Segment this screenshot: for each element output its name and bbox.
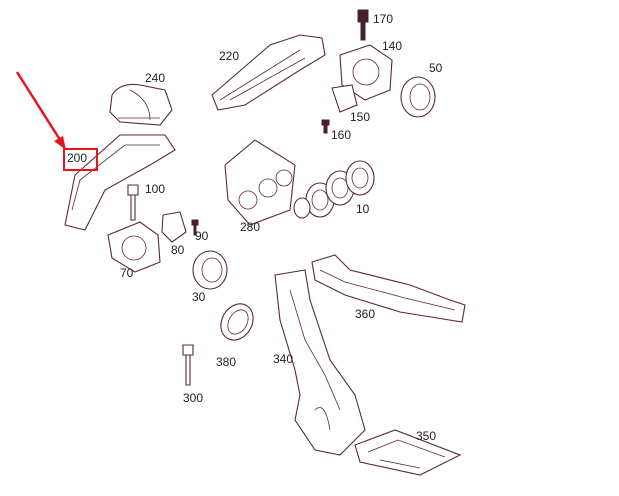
pointer-arrow xyxy=(15,71,64,144)
part-80 xyxy=(161,211,187,243)
label-90: 90 xyxy=(195,229,209,243)
label-350: 350 xyxy=(416,429,437,443)
part-200 xyxy=(64,134,176,231)
part-280 xyxy=(224,139,296,226)
label-70: 70 xyxy=(120,266,134,280)
part-300 xyxy=(182,344,194,386)
label-160: 160 xyxy=(331,128,352,142)
label-30: 30 xyxy=(192,290,206,304)
part-150 xyxy=(331,84,358,113)
part-380 xyxy=(220,303,254,341)
label-360: 360 xyxy=(355,307,376,321)
label-80: 80 xyxy=(171,243,185,257)
part-220 xyxy=(211,34,326,111)
arrow-head-icon xyxy=(54,136,66,150)
label-10: 10 xyxy=(356,202,370,216)
label-140: 140 xyxy=(382,39,403,53)
part-360 xyxy=(311,254,466,323)
label-300: 300 xyxy=(183,391,204,405)
label-240: 240 xyxy=(145,71,166,85)
part-160 xyxy=(321,119,330,134)
label-380: 380 xyxy=(216,355,237,369)
label-150: 150 xyxy=(350,110,371,124)
label-100: 100 xyxy=(145,182,166,196)
label-200[interactable]: 200 xyxy=(67,151,88,165)
part-70 xyxy=(107,221,161,273)
part-350 xyxy=(354,429,462,476)
label-280: 280 xyxy=(240,220,261,234)
label-170: 170 xyxy=(373,12,394,26)
part-90 xyxy=(191,219,199,236)
part-10 xyxy=(293,160,375,219)
part-240 xyxy=(109,83,173,126)
label-50: 50 xyxy=(429,61,443,75)
part-100 xyxy=(127,184,139,221)
highlight-box xyxy=(63,148,98,171)
part-170 xyxy=(357,9,369,41)
label-340: 340 xyxy=(273,352,294,366)
part-140 xyxy=(339,44,393,101)
label-220: 220 xyxy=(219,49,240,63)
